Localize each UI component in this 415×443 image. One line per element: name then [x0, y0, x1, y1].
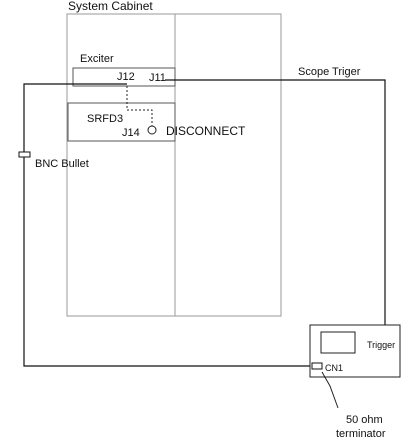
srfd3-module: SRFD3 J14 — [67, 102, 176, 142]
cn1-label: CN1 — [325, 363, 343, 373]
srfd3-box — [67, 102, 176, 142]
terminator-label-line1: 50 ohm — [346, 414, 383, 426]
terminator: 50 ohm terminator — [321, 371, 386, 440]
srfd3-label: SRFD3 — [87, 113, 123, 125]
scope-trigger-cable — [165, 79, 386, 336]
exciter-box — [72, 67, 176, 87]
j12-label: J12 — [117, 71, 135, 83]
bnc-cable — [23, 83, 318, 367]
j14-label: J14 — [122, 127, 140, 139]
terminator-label-line2: terminator — [336, 428, 386, 440]
j11-label: J11 — [149, 72, 166, 84]
j14-connector-icon — [147, 125, 157, 135]
exciter-label: Exciter — [80, 53, 114, 65]
exciter-module: Exciter J12 J11 — [72, 53, 176, 87]
disconnected-cable — [126, 86, 153, 126]
bnc-bullet-label: BNC Bullet — [35, 158, 89, 170]
trigger-label: Trigger — [367, 340, 395, 350]
scope-trigger-label: Scope Triger — [298, 66, 361, 78]
bnc-bullet-icon — [18, 151, 31, 158]
cabinet-right-panel — [174, 13, 282, 317]
terminator-leader-line — [321, 371, 339, 409]
system-cabinet: System Cabinet — [66, 0, 282, 317]
scope-screen — [320, 331, 356, 354]
disconnect-label: DISCONNECT — [166, 124, 246, 138]
cn1-connector-icon — [311, 362, 323, 370]
oscilloscope: Trigger CN1 — [309, 324, 401, 378]
cabinet-label: System Cabinet — [68, 0, 153, 13]
